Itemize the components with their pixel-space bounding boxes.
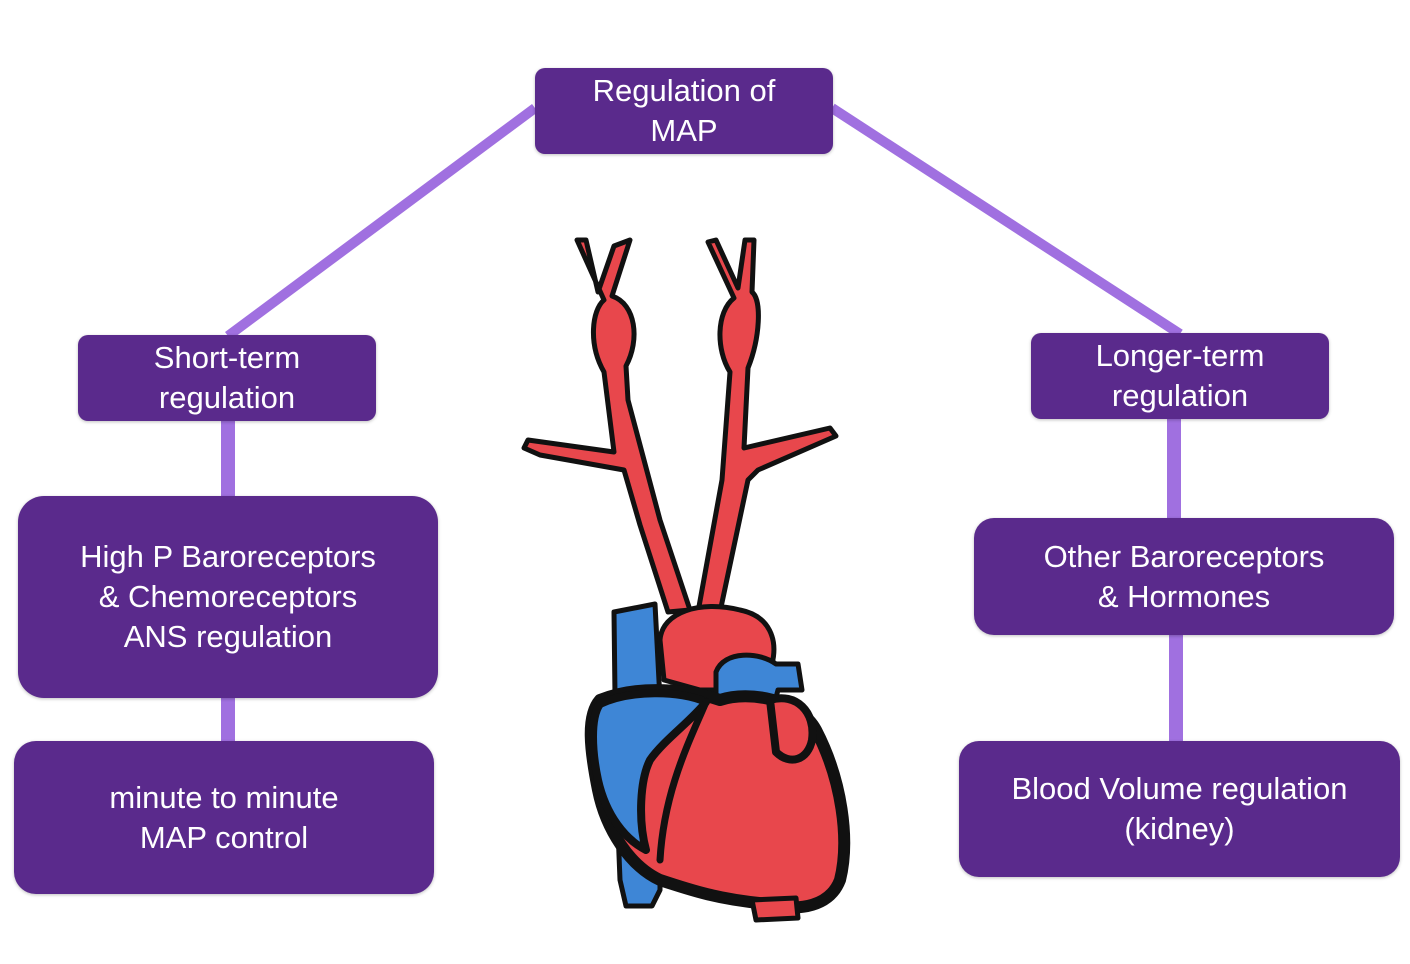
left-atrium: [766, 694, 817, 764]
longer-term-mechanism-node: Other Baroreceptors & Hormones: [974, 518, 1394, 635]
short-term-mechanism-node: High P Baroreceptors & Chemoreceptors AN…: [18, 496, 438, 698]
longer-term-regulation-node: Longer-term regulation: [1031, 333, 1329, 419]
short-term-regulation-node: Short-term regulation: [78, 335, 376, 421]
descending-aorta: [749, 895, 801, 923]
connector-root-to-short-term: [225, 103, 538, 341]
connector-root-to-longer-term: [829, 103, 1183, 339]
coronary-groove: [656, 698, 710, 864]
longer-term-outcome-node: Blood Volume regulation (kidney): [959, 741, 1400, 877]
short-term-outcome-node: minute to minute MAP control: [14, 741, 434, 894]
root-node-regulation-of-map: Regulation of MAP: [535, 68, 833, 154]
artery-branches: [521, 237, 839, 615]
right-atrium: [589, 689, 710, 854]
